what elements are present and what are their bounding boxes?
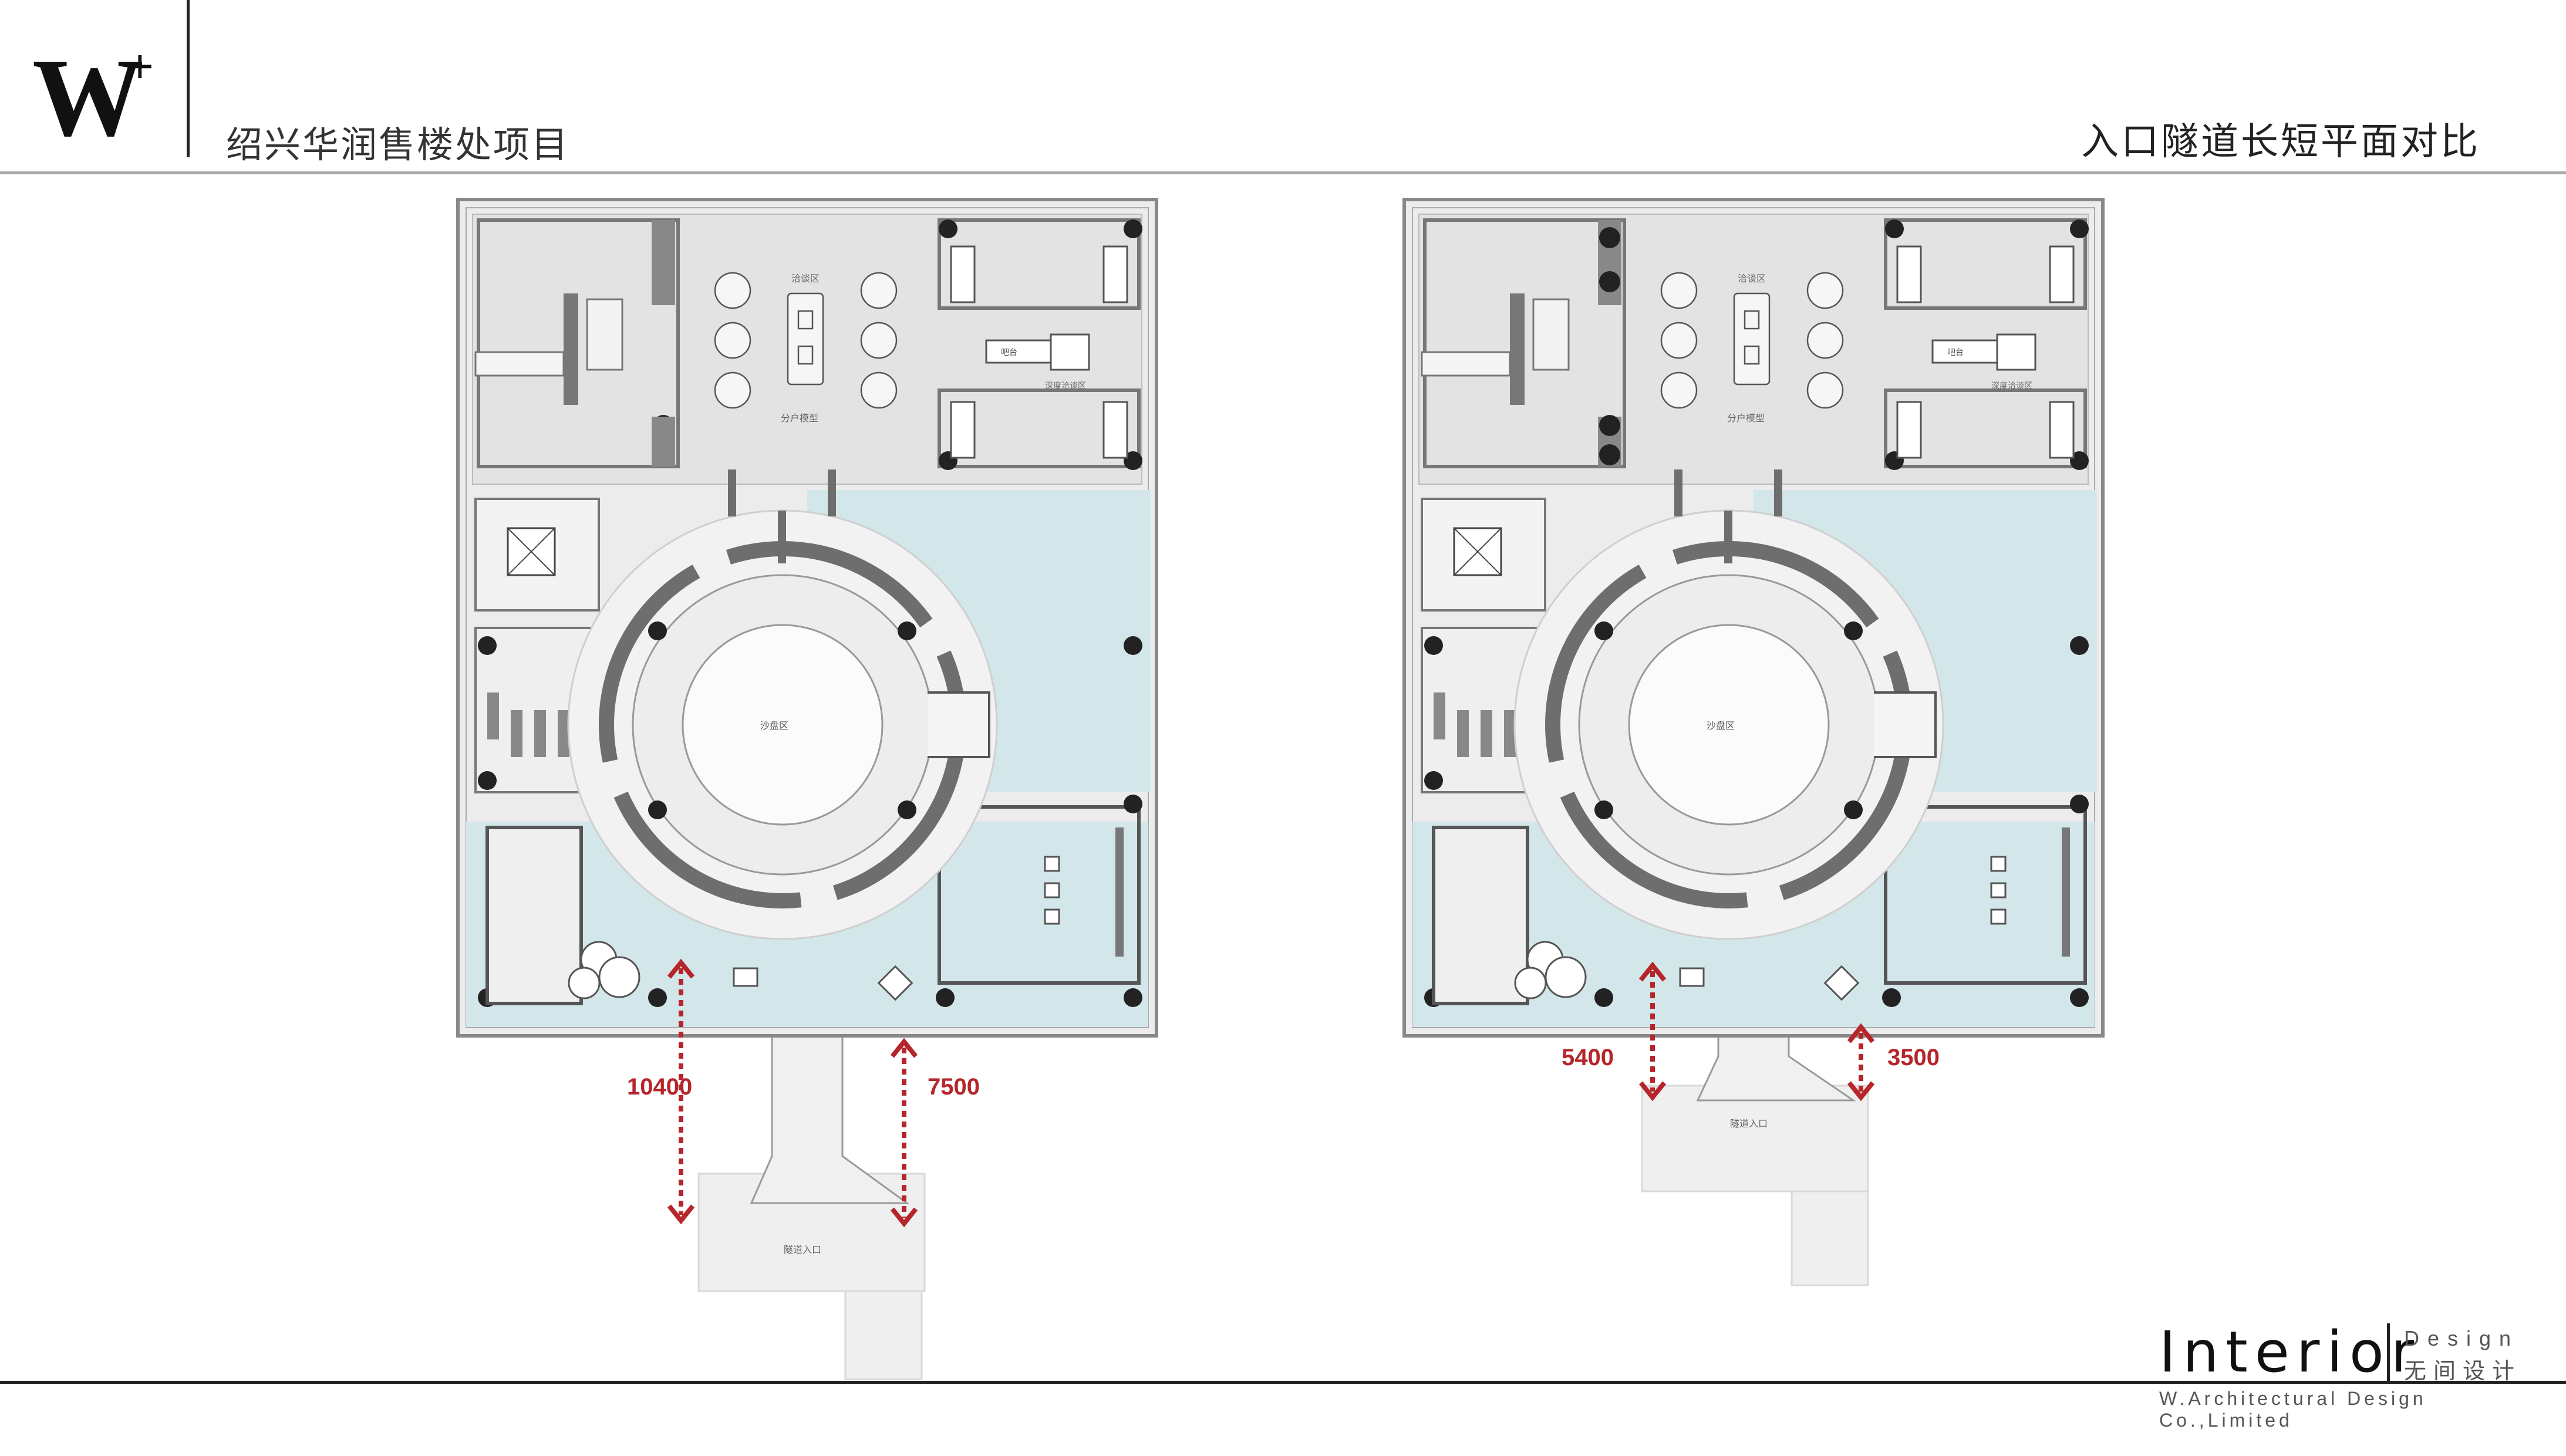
svg-text:深度洽谈区: 深度洽谈区 [1991,381,2032,390]
project-title: 绍兴华润售楼处项目 [226,123,570,166]
svg-text:吧台: 吧台 [1001,347,1017,357]
svg-text:分户模型: 分户模型 [1727,413,1765,424]
dimension-label-short-left: 7500 [928,1074,980,1100]
entrance-walkway [844,1290,923,1380]
svg-text:深度洽谈区: 深度洽谈区 [1045,381,1086,390]
svg-text:分户模型: 分户模型 [781,413,818,424]
floor-plan-long-tunnel: 隧道入口 洽谈区 分户模型 吧台 深度洽谈区 [456,198,1158,1380]
svg-text:沙盘区: 沙盘区 [1707,720,1735,731]
header-divider [187,0,190,157]
page-title: 入口隧道长短平面对比 [2081,120,2480,164]
sand-table [682,624,884,826]
brand-cn: 无间设计 [2404,1358,2522,1384]
tunnel-label: 隧道入口 [1730,1119,1768,1129]
brand-divider [2387,1323,2390,1381]
dimension-arrow-short [890,1038,918,1228]
logo: W + [32,36,154,147]
tunnel-label: 隧道入口 [784,1245,821,1255]
svg-text:沙盘区: 沙盘区 [760,720,788,731]
svg-text:+: + [126,40,154,92]
dimension-arrow-long [667,958,695,1225]
company-name: W.Architectural Design Co.,Limited [2159,1388,2427,1431]
header-rule [0,171,2566,174]
svg-text:W: W [32,36,144,147]
svg-text:洽谈区: 洽谈区 [1738,273,1766,284]
header: W + 绍兴华润售楼处项目 入口隧道长短平面对比 [0,0,2566,176]
brand-wordmark: Interior [2159,1319,2422,1385]
dimension-label-long-left: 10400 [627,1074,693,1100]
brand-design: Design [2404,1326,2520,1350]
footer-rule [0,1381,2566,1384]
dimension-arrow-long [1638,961,1667,1102]
svg-text:吧台: 吧台 [1947,347,1964,357]
svg-text:洽谈区: 洽谈区 [791,273,820,284]
entrance-plaza [1641,1085,1869,1192]
floor-plan-short-tunnel: 隧道入口 洽谈区 分户模型 吧台 深度洽谈区 [1402,198,2105,1286]
dimension-label-short-right: 3500 [1887,1045,1940,1070]
dimension-arrow-short [1847,1023,1875,1102]
entrance-walkway [1791,1190,1869,1286]
dimension-label-long-right: 5400 [1562,1045,1614,1070]
